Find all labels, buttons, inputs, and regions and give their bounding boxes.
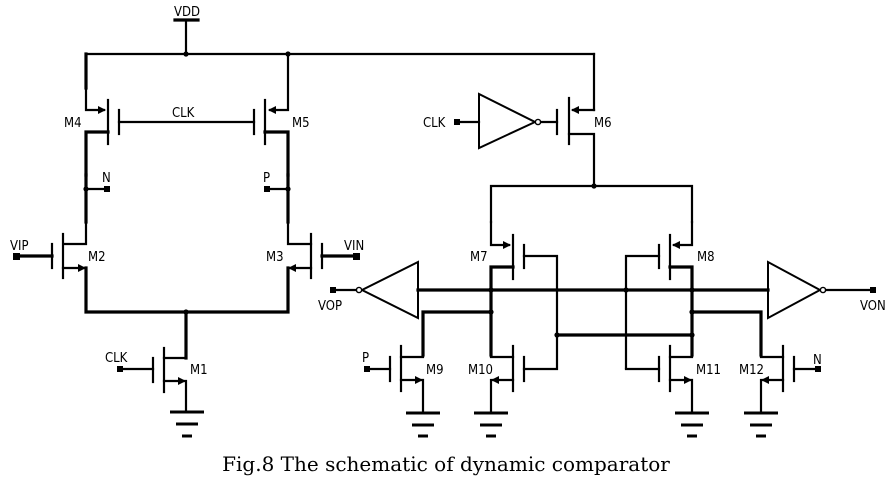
clk-label-m1: CLK [105, 351, 128, 366]
m1-label: M1 [190, 363, 208, 378]
tail-net [84, 266, 290, 360]
transistor-m3[interactable]: VIN M3 [266, 220, 364, 280]
transistor-m5[interactable]: M5 [252, 52, 310, 177]
m5-label: M5 [292, 116, 310, 131]
m4-label: M4 [64, 116, 82, 131]
clk-net-m4-m5: CLK [117, 106, 256, 124]
transistor-m10[interactable]: M10 [468, 333, 559, 414]
m12-label: M12 [739, 363, 764, 378]
inverter-von: VON [767, 260, 886, 320]
transistor-m11[interactable]: M11 [624, 344, 721, 414]
ground-m10 [474, 411, 508, 438]
transistor-m12[interactable]: N M12 [739, 344, 822, 414]
von-label: VON [860, 299, 886, 314]
ground-m11 [675, 411, 709, 438]
m8-label: M8 [697, 250, 715, 265]
clk-label-inv: CLK [423, 116, 446, 131]
inverter-clk: CLK [423, 92, 559, 150]
clk-label-top: CLK [172, 106, 195, 121]
figure-caption: Fig.8 The schematic of dynamic comparato… [222, 452, 670, 476]
transistor-m1[interactable]: CLK M1 [105, 346, 208, 413]
vin-label: VIN [344, 239, 364, 254]
p-label-m9: P [362, 351, 369, 366]
vop-label: VOP [318, 299, 342, 314]
m11-label: M11 [696, 363, 721, 378]
transistor-m7[interactable]: M7 [470, 220, 559, 357]
ground-m1 [170, 410, 204, 438]
transistor-m2[interactable]: VIP M2 [10, 220, 106, 280]
vdd-label: VDD [174, 5, 200, 20]
vip-label: VIP [10, 239, 29, 254]
m2-label: M2 [88, 250, 106, 265]
svg-text:P: P [263, 171, 270, 186]
m6-drain-net [489, 183, 694, 224]
vdd-rail [84, 51, 596, 57]
transistor-m9[interactable]: P M9 [362, 344, 444, 414]
latch-nets [416, 287, 770, 357]
m3-label: M3 [266, 250, 284, 265]
transistor-m4[interactable]: M4 [64, 52, 121, 177]
ground-m9 [406, 411, 440, 438]
ground-m12 [744, 411, 778, 438]
inverter-vop: VOP [318, 260, 419, 320]
m7-label: M7 [470, 250, 488, 265]
svg-text:N: N [102, 171, 111, 186]
m10-label: M10 [468, 363, 493, 378]
transistor-m6[interactable]: M6 [555, 96, 612, 188]
n-label-m12: N [813, 353, 822, 368]
transistor-m8[interactable]: M8 [624, 220, 715, 370]
m9-label: M9 [426, 363, 444, 378]
m6-label: M6 [594, 116, 612, 131]
vdd-supply: VDD [173, 5, 200, 56]
